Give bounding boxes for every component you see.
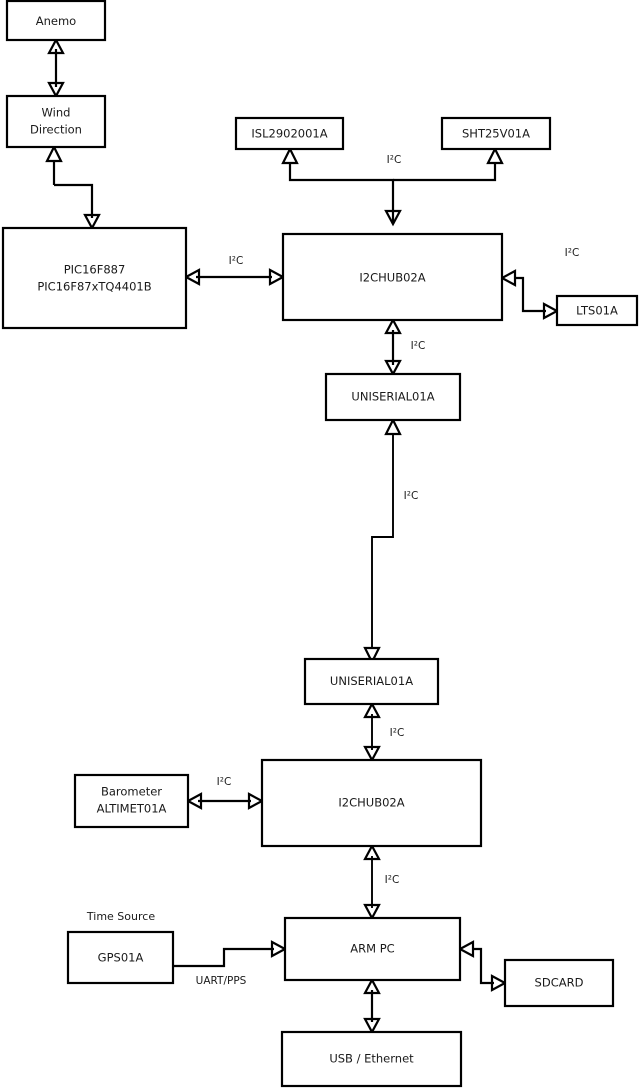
edge-label-pic-hub: I²C [229, 255, 244, 267]
edge-gps-armpc: UART/PPS [173, 940, 288, 987]
node-pic16f887[interactable]: PIC16F887 PIC16F87xTQ4401B [1, 226, 188, 330]
node-wind-direction[interactable]: Wind Direction [5, 94, 107, 149]
edge-pic-hub-top: I²C [183, 255, 286, 286]
edge-uniserial-uniserial: I²C [363, 417, 419, 665]
edge-label-hub-uniserial-top: I²C [411, 340, 426, 352]
node-gps01a[interactable]: GPS01A [66, 930, 175, 985]
edge-label-hub-lts: I²C [565, 247, 580, 259]
node-i2chub02a-top[interactable]: I2CHUB02A [281, 232, 504, 322]
node-label-isl: ISL2902001A [251, 127, 327, 141]
edge-hub-top-uniserial-top: I²C [384, 317, 426, 377]
node-label-barometer-line1: Barometer [101, 785, 162, 799]
node-usb-ethernet[interactable]: USB / Ethernet [280, 1030, 463, 1088]
edge-wind-pic [45, 144, 101, 231]
node-label-uniserial-top: UNISERIAL01A [351, 390, 434, 404]
edge-hub-top-sensors: I²C [281, 146, 504, 227]
node-label-sht: SHT25V01A [462, 127, 530, 141]
node-label-usbeth: USB / Ethernet [329, 1052, 414, 1066]
edge-hub-bot-armpc: I²C [363, 843, 400, 921]
node-label-wind-line1: Wind [42, 106, 71, 120]
node-sht25v01a[interactable]: SHT25V01A [440, 116, 552, 151]
edge-label-uniserial-uniserial: I²C [404, 490, 419, 502]
edge-hub-top-lts: I²C [499, 247, 580, 320]
node-label-armpc: ARM PC [350, 942, 394, 956]
node-label-hub-top: I2CHUB02A [359, 271, 425, 285]
node-label-barometer-line2: ALTIMET01A [97, 802, 167, 816]
node-isl2902001a[interactable]: ISL2902001A [234, 116, 345, 151]
edge-label-gps-armpc: UART/PPS [196, 975, 247, 987]
node-uniserial01a-top[interactable]: UNISERIAL01A [324, 372, 462, 422]
edge-label-hub-bot-armpc: I²C [385, 874, 400, 886]
node-label-sdcard: SDCARD [535, 976, 584, 990]
edge-label-hub-sensors: I²C [387, 154, 402, 166]
node-arm-pc[interactable]: ARM PC [283, 916, 462, 982]
edge-label-barometer-hub: I²C [217, 776, 232, 788]
edge-anemo-wind [47, 37, 65, 99]
edge-barometer-hub-bot: I²C [185, 776, 265, 810]
node-label-gps: GPS01A [98, 951, 144, 965]
node-uniserial01a-bottom[interactable]: UNISERIAL01A [303, 657, 440, 706]
node-label-pic-line2: PIC16F87xTQ4401B [37, 280, 151, 294]
node-sdcard[interactable]: SDCARD [503, 958, 615, 1008]
node-anemo[interactable]: Anemo [5, 0, 107, 42]
node-label-lts: LTS01A [576, 304, 618, 318]
label-time-source: Time Source [86, 910, 155, 923]
node-label-anemo: Anemo [36, 14, 76, 28]
edge-armpc-sdcard [457, 940, 508, 992]
node-i2chub02a-bottom[interactable]: I2CHUB02A [260, 758, 483, 848]
node-label-uniserial-bottom: UNISERIAL01A [330, 674, 413, 688]
node-label-wind-line2: Direction [30, 123, 82, 137]
node-label-pic-line1: PIC16F887 [64, 263, 126, 277]
edge-armpc-usbeth [363, 977, 381, 1035]
node-barometer-altimet01a[interactable]: Barometer ALTIMET01A [73, 773, 190, 829]
node-label-hub-bottom: I2CHUB02A [338, 796, 404, 810]
node-lts01a[interactable]: LTS01A [555, 294, 639, 327]
edge-uniserial-bot-hub-bot: I²C [363, 701, 405, 763]
edge-label-uniserial-bot-hub-bot: I²C [390, 727, 405, 739]
